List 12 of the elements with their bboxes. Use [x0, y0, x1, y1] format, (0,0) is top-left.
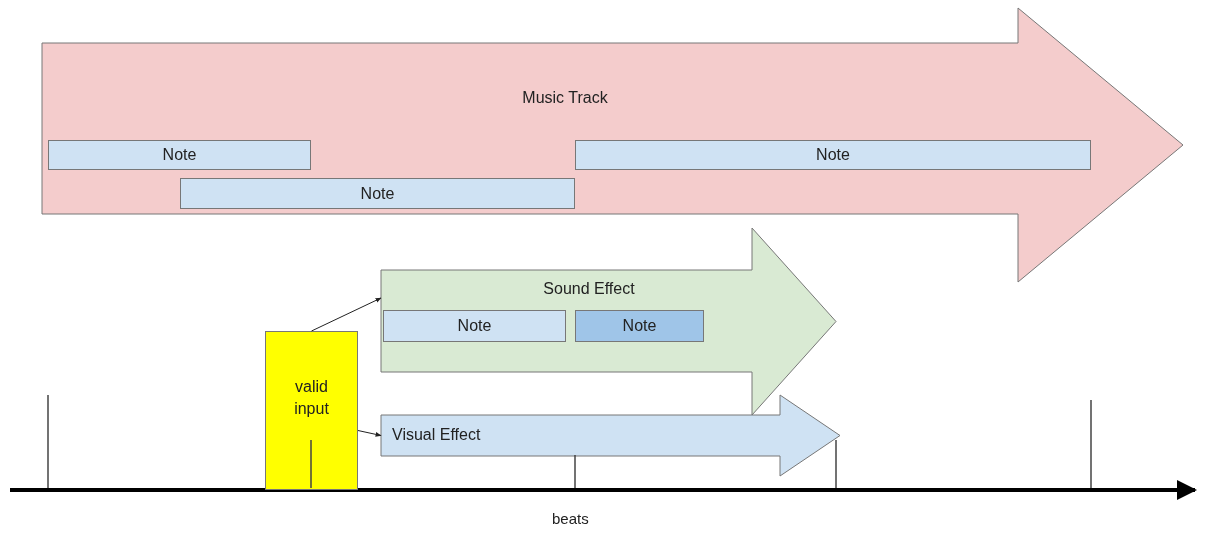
track-title: Music Track — [521, 88, 609, 108]
note-bar: Note — [575, 310, 704, 342]
note-bar: Note — [180, 178, 575, 209]
input-box: valid input — [265, 331, 358, 490]
arrow — [311, 297, 382, 332]
arrow — [357, 430, 382, 437]
track-title: Visual Effect — [392, 425, 482, 445]
axis-label: beats — [552, 510, 589, 527]
note-bar: Note — [48, 140, 311, 170]
note-bar: Note — [383, 310, 566, 342]
track-title: Sound Effect — [542, 279, 636, 299]
note-bar: Note — [575, 140, 1091, 170]
